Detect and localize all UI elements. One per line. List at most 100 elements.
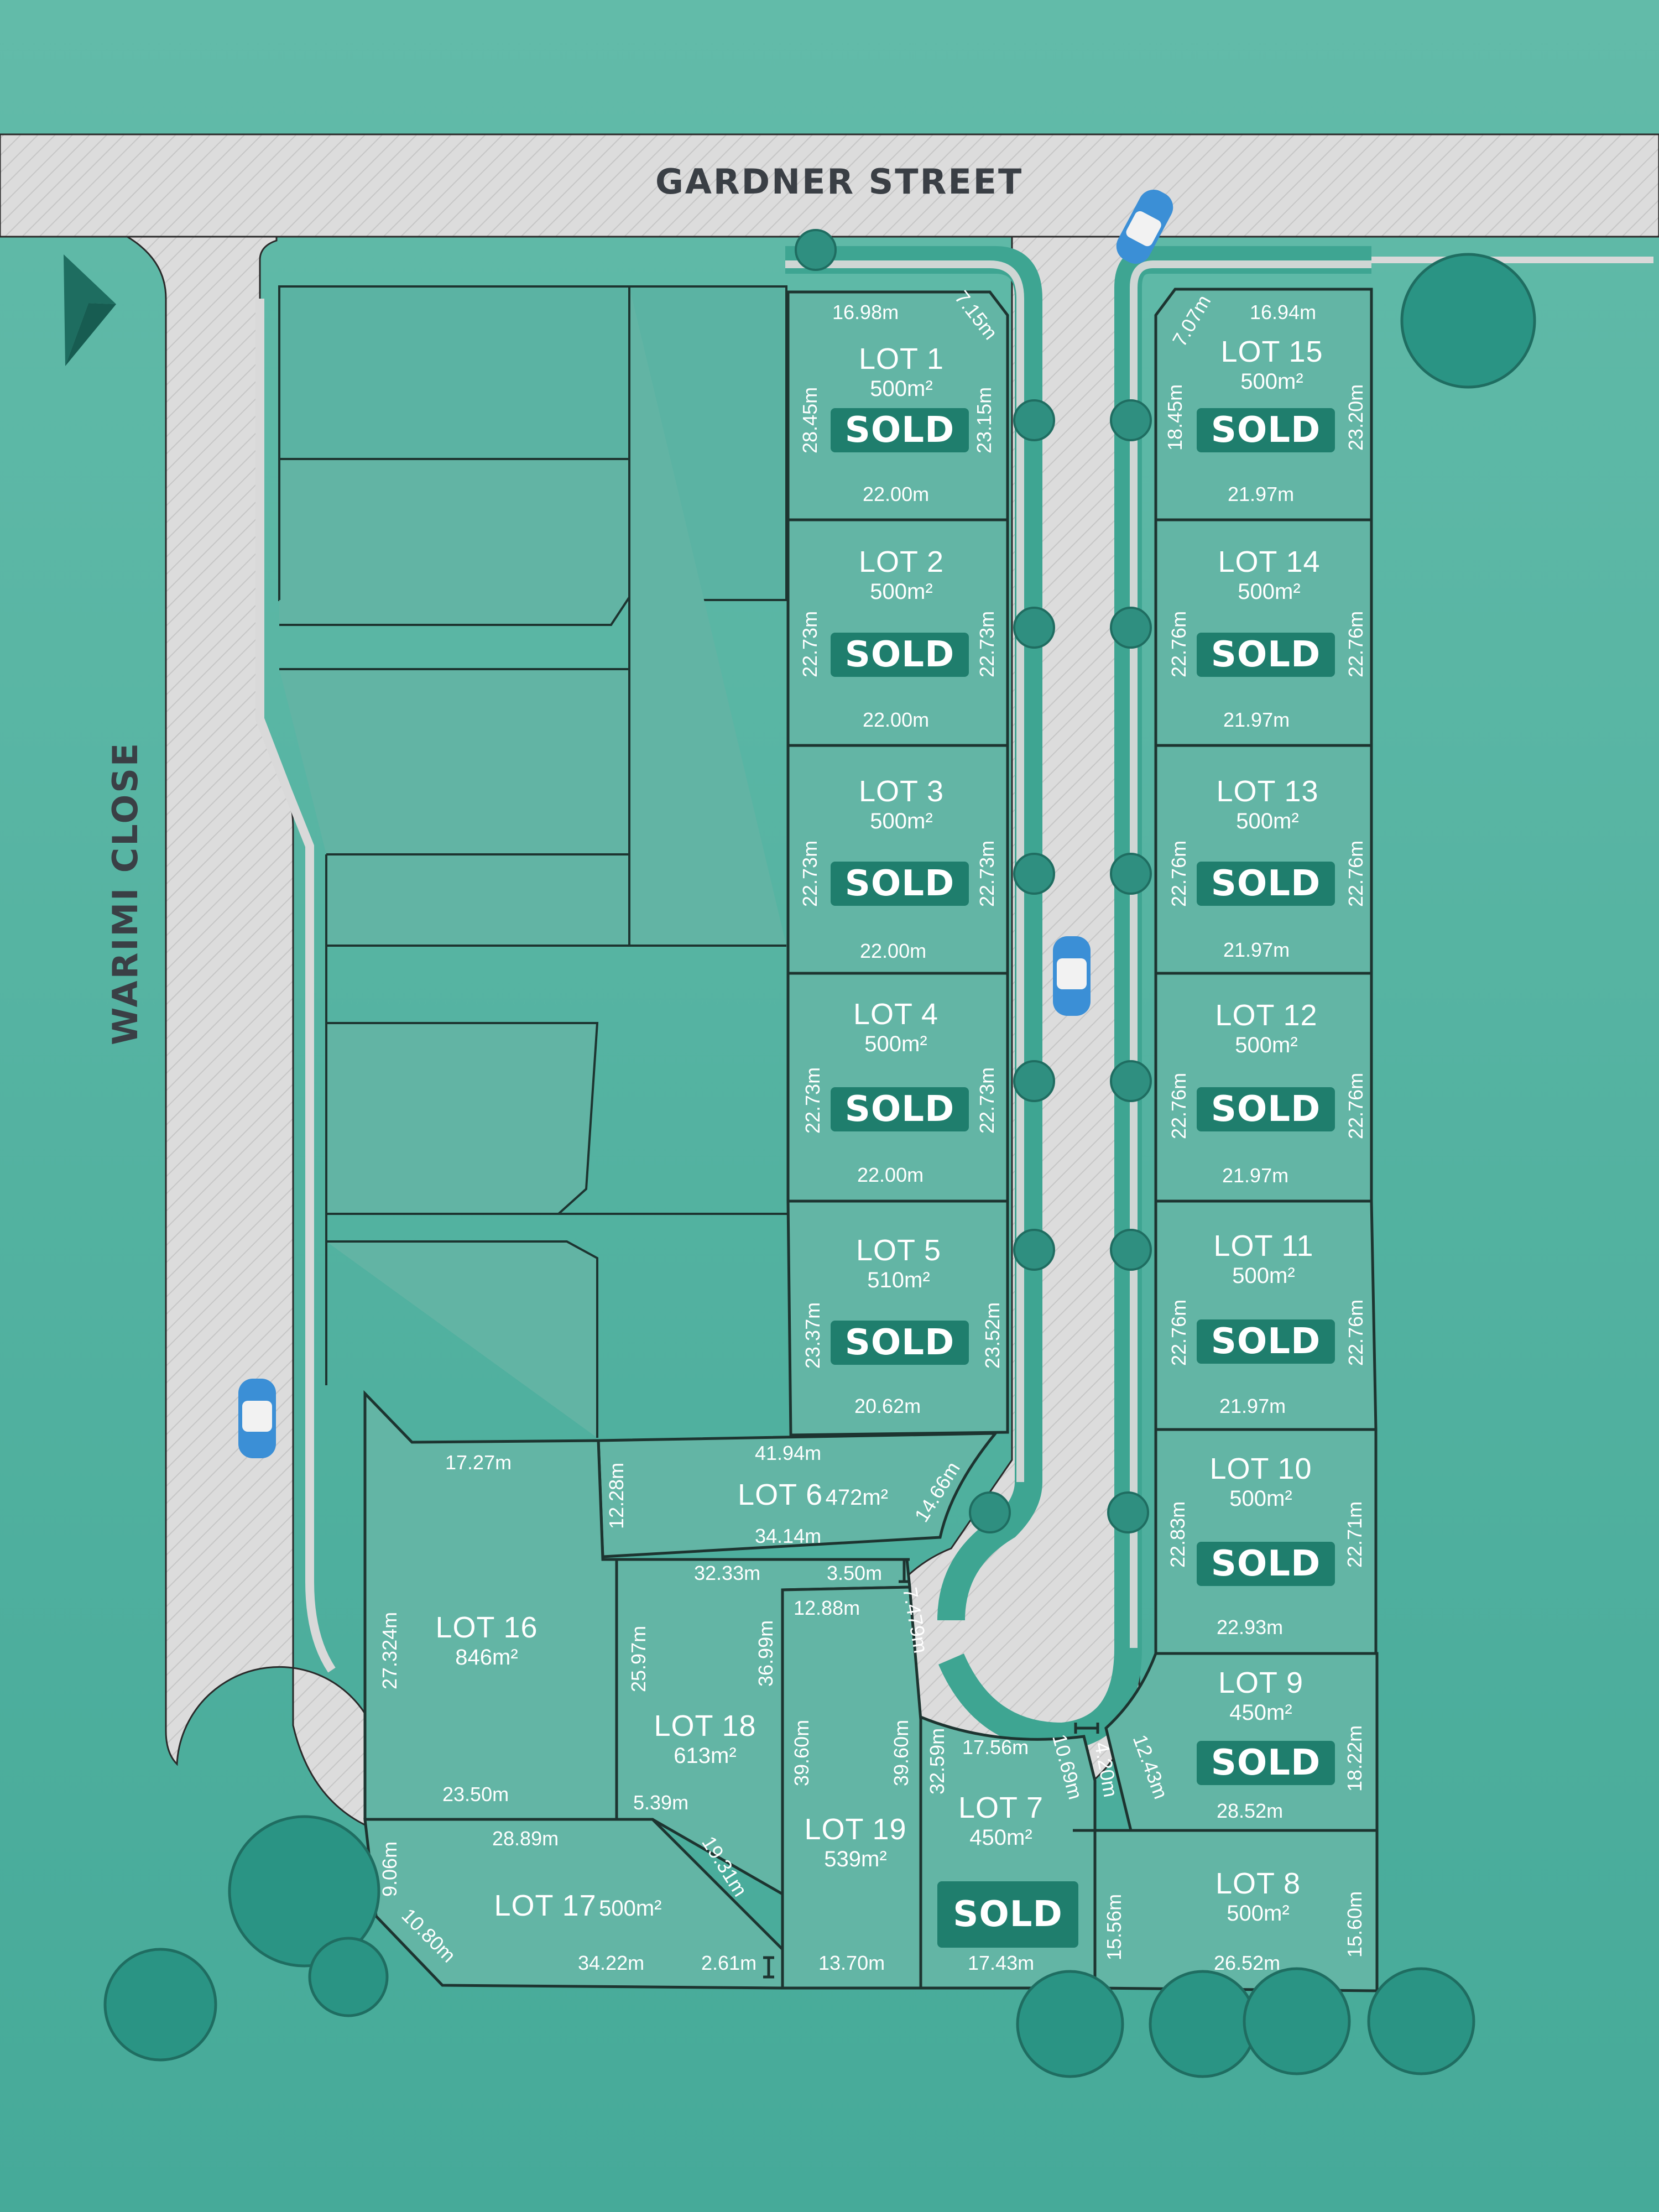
lot-area: 500m² [1229,1486,1292,1511]
sold-badge: SOLD [937,1881,1078,1948]
dimension-label: 25.97m [627,1625,650,1692]
measure-ticks [763,1558,1099,1979]
dimension-label: 5.39m [633,1791,689,1814]
dimension-label: 22.73m [799,840,821,907]
lot-13-label: LOT 13 500m² [1168,774,1367,834]
lot-area: 500m² [1235,1033,1298,1057]
dimension-label: 18.22m [1343,1725,1366,1792]
tree-icon [1110,1060,1152,1102]
sold-badge: SOLD [1197,1319,1335,1364]
lot-name: LOT 12 [1215,999,1318,1032]
lot-area: 450m² [1229,1700,1292,1725]
dimension-label: 22.73m [799,611,821,677]
lot-area: 500m² [599,1896,662,1921]
lot-area: 500m² [870,580,933,604]
lot-name: LOT 3 [858,775,945,808]
lot-5-label: LOT 5 510m² [799,1233,998,1293]
lot-8-label: LOT 8 500m² [1159,1866,1358,1926]
dimension-label: 22.76m [1167,611,1190,677]
tree-icon [1013,1229,1055,1271]
tree-icon [1107,1491,1149,1533]
lot-name: LOT 10 [1209,1452,1312,1485]
dimension-label: 15.60m [1343,1891,1366,1958]
sold-badge: SOLD [1197,1542,1335,1586]
dimension-label: 22.73m [975,611,998,677]
lot-area: 500m² [870,377,933,401]
lot-7-label: LOT 7 450m² [901,1791,1100,1850]
dimension-label: 22.00m [860,940,927,962]
tree-icon [308,1937,389,2017]
tree-icon [1013,607,1055,649]
dimension-label: 28.89m [492,1827,559,1850]
dimension-label: 32.59m [926,1728,948,1794]
car-icon [238,1379,276,1458]
lot-name: LOT 18 [654,1709,757,1743]
lot-area: 500m² [1240,369,1303,394]
dimension-label: 22.73m [801,1067,824,1134]
dimension-label: 22.71m [1343,1501,1366,1568]
dimension-label: 22.73m [975,1067,998,1134]
dimension-label: 22.76m [1344,840,1367,907]
dimension-label: 22.76m [1344,1299,1367,1366]
dimension-label: 17.43m [968,1952,1035,1974]
dimension-label: 34.14m [755,1525,822,1547]
dimension-label: 23.20m [1344,384,1367,451]
tree-icon [1149,1970,1257,2078]
tree-icon [1110,399,1152,441]
lot-name: LOT 13 [1216,775,1319,808]
dimension-label: 22.76m [1344,611,1367,677]
sold-badge: SOLD [831,633,969,677]
lot-name: LOT 8 [1215,1867,1301,1900]
lot-area: 472m² [825,1485,888,1510]
road-verge-right [938,246,1371,1751]
lot-4-label: LOT 4 500m² [796,997,995,1057]
lot-19-label: LOT 19 539m² [756,1812,955,1872]
dimension-label: 16.98m [832,301,899,324]
lot-area: 539m² [824,1847,887,1871]
other-parcels [278,285,791,1438]
lot-10-label: LOT 10 500m² [1161,1452,1360,1511]
lot-name: LOT 19 [804,1813,907,1846]
dimension-label: 39.60m [790,1719,813,1786]
lot-area: 500m² [1238,580,1301,604]
dimension-label: 22.76m [1344,1072,1367,1139]
dimension-label: 13.70m [818,1952,885,1974]
sold-badge: SOLD [831,408,969,452]
lot-name: LOT 6 [738,1478,823,1511]
tree-icon [1110,607,1152,649]
dimension-label: 21.97m [1223,708,1290,731]
tree-icon [228,1815,380,1968]
dimension-label: 23.50m [442,1783,509,1806]
sold-badge: SOLD [1197,633,1335,677]
tree-icon [1367,1967,1475,2075]
dimension-label: 22.76m [1167,1299,1190,1366]
lot-12-label: LOT 12 500m² [1167,998,1366,1058]
lot-11-label: LOT 11 500m² [1164,1229,1363,1288]
dimension-label: 41.94m [755,1442,822,1464]
dimension-label: 23.15m [973,387,995,453]
north-arrow-icon [64,254,116,366]
lot-name: LOT 4 [853,998,939,1031]
dimension-label: 23.52m [981,1302,1004,1369]
lot-1-label: LOT 1 500m² [802,342,1001,401]
sold-badge: SOLD [1197,1741,1335,1785]
dimension-label: 21.97m [1219,1395,1286,1417]
dimension-label: 15.56m [1103,1893,1125,1960]
dimension-label: 21.97m [1228,483,1295,505]
dimension-label: 22.73m [975,840,998,907]
lot-2-label: LOT 2 500m² [802,545,1001,604]
lot-17-parcel [363,1818,784,1990]
dimension-label: 22.93m [1217,1616,1284,1639]
lot-18-label: LOT 18 613m² [606,1709,805,1768]
lot-name: LOT 17 [494,1889,597,1922]
dimension-label: 21.97m [1222,1164,1289,1187]
dimension-label: 27.324m [378,1611,401,1689]
sold-badge: SOLD [831,1321,969,1365]
lot-name: LOT 1 [858,342,945,375]
dimension-label: 18.45m [1164,384,1186,451]
lot-15-parcel [1154,288,1373,521]
lot-area: 613m² [674,1744,737,1768]
lot-9-label: LOT 9 450m² [1161,1666,1360,1725]
lot-name: LOT 5 [855,1234,942,1267]
